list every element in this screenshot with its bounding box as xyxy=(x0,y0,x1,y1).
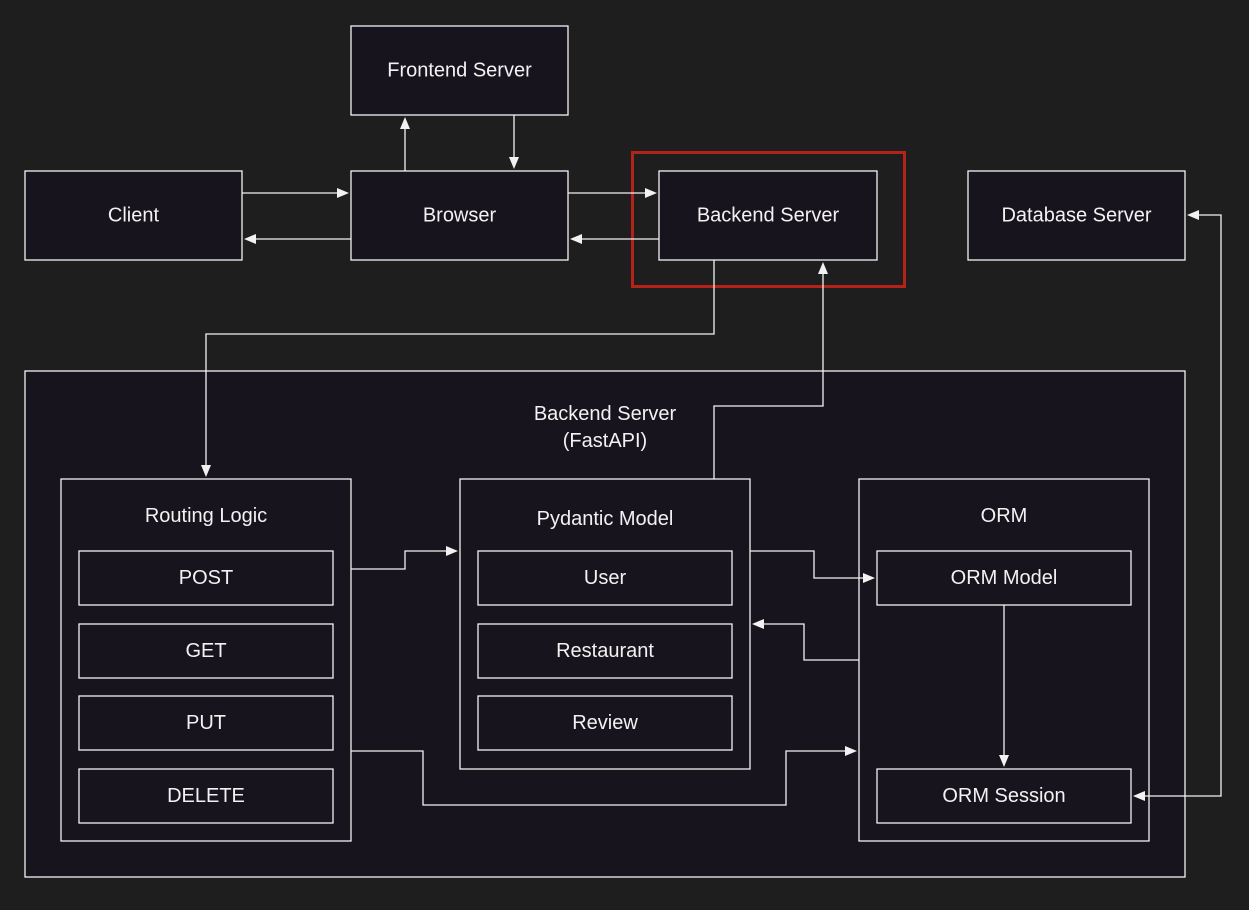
browser-node: Browser xyxy=(350,170,569,261)
pydantic-model-label: Pydantic Model xyxy=(537,508,674,530)
edges xyxy=(201,115,1222,806)
review-model-box xyxy=(477,695,733,751)
delete-method-label: DELETE xyxy=(167,785,245,807)
edge-backend-to-routing xyxy=(205,260,715,466)
edge-orm-to-pydantic xyxy=(763,623,859,661)
backend-server-label: Backend Server xyxy=(697,205,840,227)
browser-label: Browser xyxy=(423,205,497,227)
edge-routing-to-pydantic xyxy=(351,550,447,570)
arrowhead-orm-to-pydantic xyxy=(752,619,764,629)
backend-container-title: Backend Server xyxy=(534,403,677,425)
backend-container-subtitle: (FastAPI) xyxy=(563,430,647,452)
backend-server-box xyxy=(658,170,878,261)
arrowhead-backend-to-routing xyxy=(201,465,211,477)
edge-orm-session-database xyxy=(1144,214,1222,797)
routing-logic-label: Routing Logic xyxy=(145,505,267,527)
put-method-label: PUT xyxy=(186,712,226,734)
arrowhead-routing-to-pydantic xyxy=(446,546,458,556)
arrowhead-browser-to-frontend xyxy=(400,117,410,129)
orm-label: ORM xyxy=(981,505,1028,527)
arrowhead-orm-model-to-session xyxy=(999,755,1009,767)
database-server-node: Database Server xyxy=(967,170,1186,261)
user-model-label: User xyxy=(584,567,627,589)
get-method-label: GET xyxy=(185,640,226,662)
arrowhead-backend-to-browser xyxy=(570,234,582,244)
arrowhead-browser-to-client xyxy=(244,234,256,244)
edge-pydantic-to-orm-model xyxy=(750,550,864,579)
restaurant-model-label: Restaurant xyxy=(556,640,654,662)
post-method-label: POST xyxy=(179,567,233,589)
orm-session-box xyxy=(876,768,1132,824)
get-method-box xyxy=(78,623,334,679)
arrowhead-client-to-browser xyxy=(337,188,349,198)
user-model-box xyxy=(477,550,733,606)
client-label: Client xyxy=(108,205,160,227)
delete-method-box xyxy=(78,768,334,824)
restaurant-model-box xyxy=(477,623,733,679)
orm-session-label: ORM Session xyxy=(942,785,1065,807)
routing-logic-group: Routing Logic POST GET PUT DELETE xyxy=(60,478,352,842)
edge-pydantic-to-backend xyxy=(713,273,824,479)
orm-model-label: ORM Model xyxy=(951,567,1058,589)
database-server-label: Database Server xyxy=(1001,205,1151,227)
pydantic-model-group: Pydantic Model User Restaurant Review xyxy=(459,478,751,770)
backend-server-highlight xyxy=(631,151,906,288)
arrowhead-routing-to-orm xyxy=(845,746,857,756)
browser-box xyxy=(350,170,569,261)
post-method-box xyxy=(78,550,334,606)
arrowhead-pydantic-to-orm-model xyxy=(863,573,875,583)
put-method-box xyxy=(78,695,334,751)
backend-server-node: Backend Server xyxy=(658,170,878,261)
frontend-server-node: Frontend Server xyxy=(350,25,569,116)
database-server-box xyxy=(967,170,1186,261)
arrowhead-frontend-to-browser xyxy=(509,157,519,169)
orm-model-box xyxy=(876,550,1132,606)
client-node: Client xyxy=(24,170,243,261)
client-box xyxy=(24,170,243,261)
arrowhead-browser-to-backend xyxy=(645,188,657,198)
arrowhead-to-orm-session xyxy=(1133,791,1145,801)
arrowhead-pydantic-to-backend xyxy=(818,262,828,274)
edge-routing-to-orm xyxy=(351,750,846,806)
arrowhead-to-database xyxy=(1187,210,1199,220)
frontend-server-label: Frontend Server xyxy=(387,60,532,82)
review-model-label: Review xyxy=(572,712,638,734)
frontend-server-box xyxy=(350,25,569,116)
